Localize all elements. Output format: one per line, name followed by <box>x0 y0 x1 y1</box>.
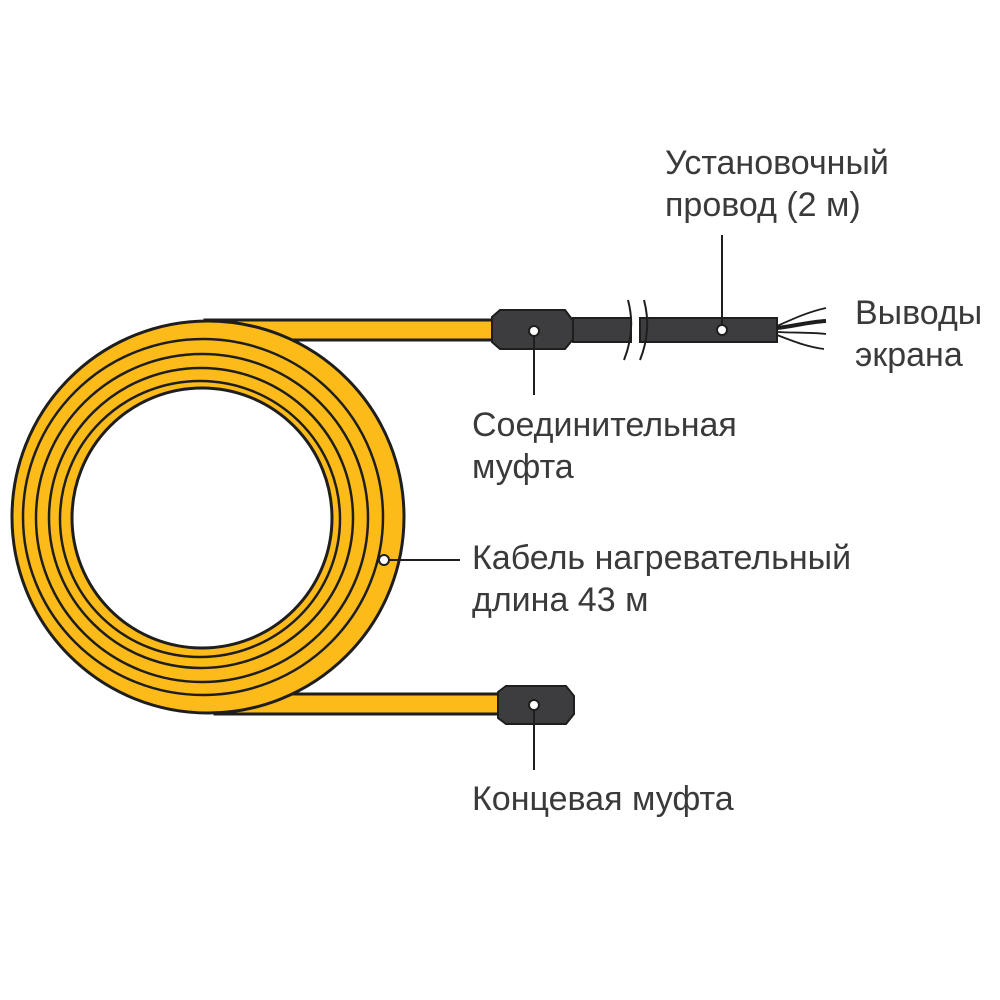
shield-leads <box>776 307 827 350</box>
label-connector-coupling: Соединительная муфта <box>472 404 737 488</box>
coil-winding-4 <box>58 379 342 659</box>
heating-cable-coil <box>10 318 502 716</box>
label-shield-leads-line1: Выводы <box>855 294 983 332</box>
label-heating-cable: Кабель нагревательный длина 43 м <box>472 537 851 621</box>
connector-marker-dot <box>528 325 540 337</box>
installation-wire <box>572 299 778 361</box>
coil-winding-1 <box>21 337 385 697</box>
wire-break-mark <box>623 299 633 361</box>
label-connector-coupling-line2: муфта <box>472 448 574 486</box>
label-heating-cable-line1: Кабель нагревательный <box>472 539 852 577</box>
end-coupling <box>497 685 575 725</box>
label-shield-leads-line2: экрана <box>855 336 963 374</box>
label-installation-wire-line1: Установочный <box>665 144 889 182</box>
label-end-coupling: Концевая муфта <box>472 778 734 820</box>
label-connector-coupling-line1: Соединительная <box>472 406 737 444</box>
cable-coil-ring <box>10 319 406 715</box>
coil-winding-2 <box>34 352 370 684</box>
label-installation-wire-line2: провод (2 м) <box>665 186 861 224</box>
end-coupling-marker-dot <box>528 699 540 711</box>
label-end-coupling-line1: Концевая муфта <box>472 780 734 818</box>
label-heating-cable-line2: длина 43 м <box>472 581 649 619</box>
connector-coupling <box>491 309 575 350</box>
label-installation-wire: Установочный провод (2 м) <box>665 142 889 226</box>
label-shield-leads: Выводы экрана <box>855 292 982 376</box>
coil-marker-dot <box>378 554 390 566</box>
coil-winding-3 <box>47 366 355 670</box>
wire-marker-dot <box>716 324 728 336</box>
